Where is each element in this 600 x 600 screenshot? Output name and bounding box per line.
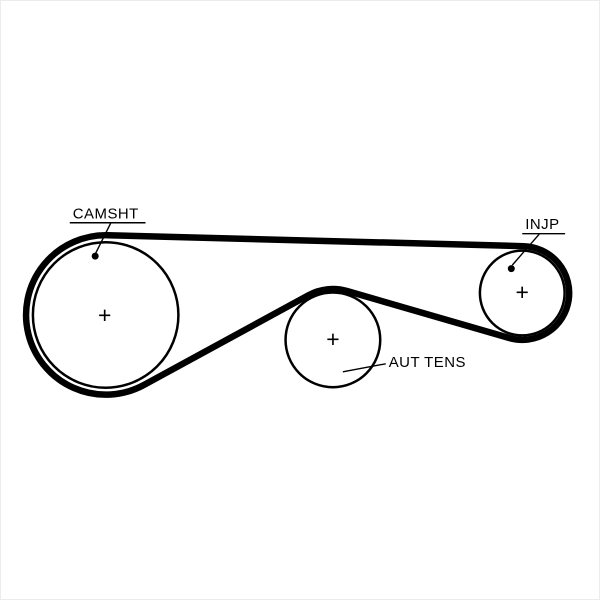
tensioner-leader-line	[342, 363, 386, 373]
camshaft-center-mark: +	[98, 302, 111, 328]
injection-pump-label: INJP	[525, 216, 559, 233]
injection-pump-leader-line	[511, 233, 540, 266]
injection-pump-pulley	[478, 249, 566, 337]
injection-pump-center-mark: +	[516, 279, 529, 305]
injection-pump-pointer-dot	[507, 265, 515, 273]
tensioner-label: AUT TENS	[389, 354, 466, 371]
camshaft-label: CAMSHT	[73, 205, 139, 222]
camshaft-leader-line	[95, 222, 112, 254]
tensioner-center-mark: +	[326, 326, 339, 352]
timing-belt	[22, 231, 573, 398]
tensioner-pulley	[284, 291, 382, 389]
camshaft-pulley	[31, 240, 180, 389]
camshaft-pointer-dot	[91, 252, 99, 260]
